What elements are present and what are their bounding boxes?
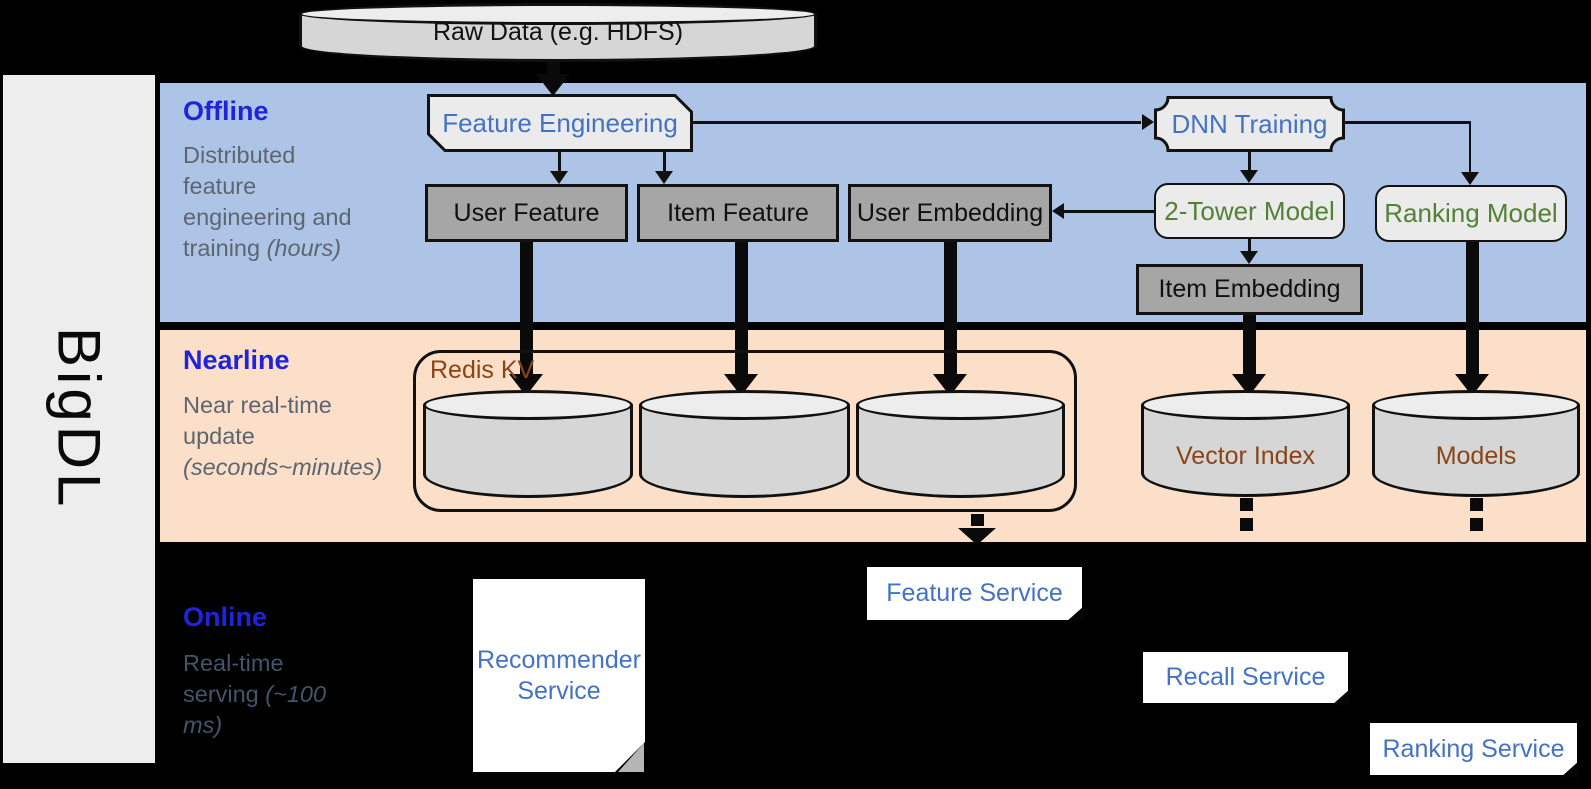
nearline-desc-text: Near real-time update [183,392,332,449]
online-title: Online [183,602,268,632]
cylinder-top-ellipse [856,390,1065,420]
online-desc-note: (~100 ms) [183,681,327,738]
dashed-line-vectorindex-2 [1240,518,1253,531]
item-embedding-node: Item Embedding [1136,264,1363,315]
feature-service-node: Feature Service [867,567,1084,622]
recommender-service-label: Recommender Service [477,645,641,705]
cylinder-top-ellipse [299,3,817,25]
cylinder-top-ellipse [639,390,850,420]
arrow-userembedding-to-redis-stem [944,242,957,376]
recall-service-label: Recall Service [1165,663,1326,691]
arrowhead-twotower-to-userembedding [1052,203,1064,219]
line-twotower-to-itemembedding [1248,239,1251,252]
offline-desc-note: (hours) [266,235,342,261]
dashed-line-redis-to-featureservice [971,514,984,526]
item-feature-label: Item Feature [667,198,809,227]
user-feature-label: User Feature [453,198,600,227]
recall-service-node: Recall Service [1143,652,1350,705]
arrow-rankingmodel-to-models-stem [1466,242,1479,376]
two-tower-model-node: 2-Tower Model [1154,183,1345,239]
dashed-line-models-2 [1470,518,1483,531]
arrow-rawdata-to-fe-stem [547,60,560,78]
redis-shard-cylinder-1 [423,390,633,498]
arrowhead-twotower-to-itemembedding [1240,251,1258,264]
offline-desc-text: Distributed feature engineering and trai… [183,142,352,261]
ranking-service-node: Ranking Service [1370,723,1579,777]
models-label: Models [1435,442,1517,470]
cylinder-top-ellipse [1141,390,1350,420]
folded-corner-icon [1332,689,1350,705]
line-fe-to-userfeature [558,152,561,173]
arrowhead-dnn-to-twotower [1240,170,1258,183]
ranking-service-label: Ranking Service [1382,734,1565,763]
online-desc-text: Real-time serving [183,650,284,707]
arrow-userfeature-to-redis-stem [520,242,533,376]
arrowhead-fe-to-userfeature [550,171,568,184]
line-dnn-to-twotower [1248,152,1251,171]
vector-index-cylinder: Vector Index [1141,390,1350,497]
line-fe-to-itemfeature [663,152,666,173]
feature-engineering-shape [427,94,693,152]
raw-data-label: Raw Data (e.g. HDFS) [432,18,684,46]
feature-engineering-label: Feature Engineering [442,107,678,138]
item-embedding-label: Item Embedding [1158,275,1341,303]
arrow-itemfeature-to-redis-stem [735,242,748,376]
user-embedding-label: User Embedding [856,198,1044,227]
dashed-line-vectorindex-1 [1240,498,1253,511]
item-feature-node: Item Feature [637,184,839,242]
dnn-training-label: DNN Training [1171,108,1328,139]
arrow-itemembedding-to-vectorindex-stem [1243,315,1256,376]
arrowhead-redis-to-featureservice [958,528,996,545]
redis-shard-cylinder-2 [639,390,850,498]
redis-shard-cylinder-3 [856,390,1065,498]
offline-description: Distributed feature engineering and trai… [183,140,373,264]
feature-service-label: Feature Service [886,579,1063,607]
online-description: Real-time serving (~100 ms) [183,648,343,741]
line-twotower-to-userembedding [1064,210,1154,213]
bigdl-logo-text: BigDL [45,327,113,511]
folded-corner-icon [1066,606,1084,622]
arrowhead-fe-to-itemfeature [655,171,673,184]
redis-kv-container [413,350,1077,512]
arrowhead-fe-to-dnn [1142,114,1154,130]
raw-data-cylinder: Raw Data (e.g. HDFS) [299,3,817,62]
user-feature-node: User Feature [425,184,628,242]
feature-engineering-node: Feature Engineering [427,94,693,152]
offline-title: Offline [183,96,269,126]
nearline-desc-note: (seconds~minutes) [183,454,383,480]
cylinder-body [1372,405,1580,497]
redis-kv-label: Redis KV [430,356,535,384]
cylinder-body [1141,405,1350,497]
ranking-model-node: Ranking Model [1375,185,1567,242]
dashed-line-models-1 [1470,498,1483,511]
recommender-service-document: Recommender Service [473,579,646,773]
cylinder-top-ellipse [423,390,633,420]
cylinder-top-ellipse [1372,390,1580,420]
dnn-training-shape [1154,96,1345,152]
arrow-rawdata-to-fe-head [536,74,570,96]
dnn-training-node: DNN Training [1154,96,1345,152]
two-tower-model-label: 2-Tower Model [1164,195,1335,226]
ranking-model-label: Ranking Model [1384,198,1558,228]
bigdl-sidebar: BigDL [3,75,155,763]
vector-index-label: Vector Index [1176,442,1315,470]
cylinder-body [639,405,850,498]
line-dnn-elbow-horizontal [1345,121,1471,124]
user-embedding-node: User Embedding [848,184,1052,242]
nearline-title: Nearline [183,345,290,375]
line-fe-to-dnn [693,121,1141,124]
nearline-description: Near real-time update (seconds~minutes) [183,390,383,483]
arrowhead-dnn-to-rankingmodel [1461,172,1479,185]
line-dnn-elbow-vertical [1468,121,1471,172]
cylinder-body [856,405,1065,498]
cylinder-body [423,405,633,498]
models-cylinder: Models [1372,390,1580,497]
